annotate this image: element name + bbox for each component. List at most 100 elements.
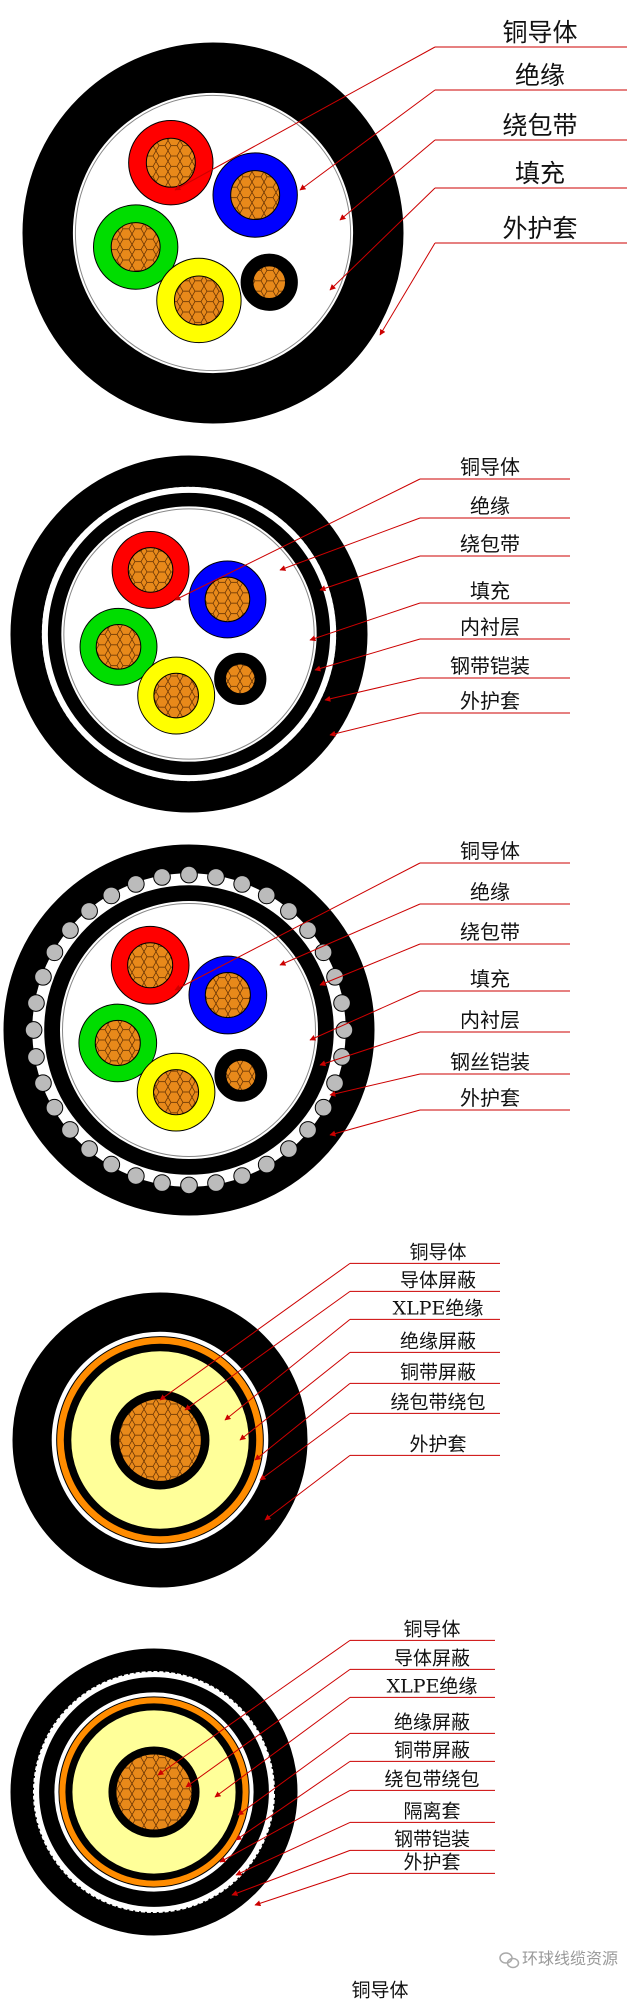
leader-arrow — [235, 1760, 351, 1841]
steel-wire — [153, 1174, 171, 1192]
leader-arrow — [309, 990, 421, 1041]
steel-wire — [314, 1098, 333, 1117]
layer-label: 填充 — [470, 967, 510, 991]
layer-label: 绝缘 — [470, 880, 510, 904]
steel-wire — [34, 1074, 52, 1092]
layer-label: XLPE绝缘 — [393, 1298, 484, 1320]
layer-label: 导体屏蔽 — [394, 1648, 470, 1670]
layer-label: 内衬层 — [460, 615, 520, 639]
copper-conductor — [153, 672, 199, 719]
copper-conductor — [127, 942, 174, 989]
layer-label: 铜导体 — [460, 455, 520, 479]
layer-label: 绕包带 — [460, 532, 520, 556]
copper-conductor — [95, 624, 142, 670]
leader-arrow — [157, 1639, 351, 1776]
leader-arrow — [279, 903, 421, 966]
steel-wire — [326, 1074, 344, 1092]
steel-wire — [61, 921, 79, 939]
layer-label: 导体屏蔽 — [400, 1270, 476, 1292]
steel-wire — [102, 886, 121, 905]
layer-label: 绕包带绕包 — [390, 1392, 485, 1414]
copper-conductor — [173, 275, 224, 326]
leader-arrow — [264, 1455, 351, 1521]
layer-label: XLPE绝缘 — [387, 1676, 478, 1698]
watermark: 环球线缆资源 — [499, 1949, 618, 1969]
steel-wire — [299, 921, 317, 939]
steel-wire — [335, 1021, 354, 1039]
leader-arrow — [254, 1872, 351, 1907]
copper-conductor — [110, 222, 161, 273]
layer-label: 钢带铠装 — [394, 1829, 470, 1851]
steel-wire — [257, 886, 276, 905]
steel-wire — [45, 1098, 64, 1117]
layer-label: 外护套 — [502, 214, 577, 243]
layer-label: 铜带屏蔽 — [400, 1362, 476, 1384]
cable-diagram: 铜导体 — [351, 1980, 408, 2000]
wechat-icon — [499, 1952, 520, 1969]
steel-tape-armor-pattern — [30, 1668, 278, 1916]
steel-wire — [333, 994, 351, 1012]
copper-conductor — [225, 1059, 257, 1091]
layer-label: 绕包带 — [502, 111, 577, 140]
copper-conductor — [118, 1398, 202, 1482]
layer-label: 铜带屏蔽 — [394, 1740, 470, 1762]
layer-label: 铜导体 — [351, 1980, 408, 2000]
leader-arrow — [235, 1821, 351, 1876]
leader-arrow — [309, 602, 421, 642]
leader-arrow — [224, 1319, 351, 1421]
steel-tape-armor-pattern — [40, 485, 338, 783]
copper-conductor — [145, 137, 196, 188]
layer-label: 铜导体 — [403, 1619, 460, 1641]
steel-wire — [180, 865, 198, 884]
leader-arrow — [329, 1073, 421, 1097]
leader-arrow — [329, 1109, 421, 1137]
steel-wire — [45, 943, 64, 962]
steel-wire — [27, 1048, 45, 1066]
layer-label: 绝缘 — [515, 61, 565, 90]
layer-label: 外护套 — [460, 689, 520, 713]
steel-wire — [233, 1167, 251, 1185]
steel-wire — [24, 1021, 43, 1039]
leader-arrow — [319, 1031, 421, 1067]
layer-label: 外护套 — [460, 1086, 520, 1110]
layer-label: 绝缘 — [470, 494, 510, 518]
copper-conductor — [252, 265, 287, 300]
leader-arrow — [324, 677, 421, 702]
steel-wire — [61, 1121, 79, 1139]
layer-label: 绕包带 — [460, 920, 520, 944]
layer-label: 隔离套 — [403, 1801, 460, 1823]
layer-label: 填充 — [470, 579, 510, 603]
leader-arrow — [174, 46, 436, 191]
leader-arrow — [259, 1412, 351, 1481]
steel-wire — [280, 1140, 298, 1158]
leader-arrow — [314, 638, 421, 672]
watermark-text: 环球线缆资源 — [522, 1949, 618, 1968]
layer-label: 内衬层 — [460, 1008, 520, 1032]
steel-wire — [153, 868, 171, 886]
steel-wire — [80, 1140, 98, 1158]
steel-wire — [80, 902, 98, 920]
layer-label: 钢带铠装 — [450, 654, 530, 678]
layer-label: 铜导体 — [409, 1242, 466, 1264]
layer-label: 外护套 — [403, 1852, 460, 1874]
leader-arrow — [319, 555, 421, 592]
leader-arrow — [237, 1732, 351, 1816]
layer-label: 铜导体 — [460, 839, 520, 863]
leader-arrow — [254, 1383, 351, 1461]
copper-conductor — [153, 1069, 200, 1116]
steel-wire — [27, 994, 45, 1012]
steel-wire — [257, 1155, 276, 1174]
leader-arrow — [184, 1290, 351, 1411]
leader-arrow — [329, 187, 436, 291]
copper-conductor — [115, 1753, 193, 1831]
steel-wire — [280, 902, 298, 920]
steel-wire — [333, 1048, 351, 1066]
layer-label: 填充 — [515, 159, 565, 188]
layer-label: 绕包带绕包 — [384, 1769, 479, 1791]
